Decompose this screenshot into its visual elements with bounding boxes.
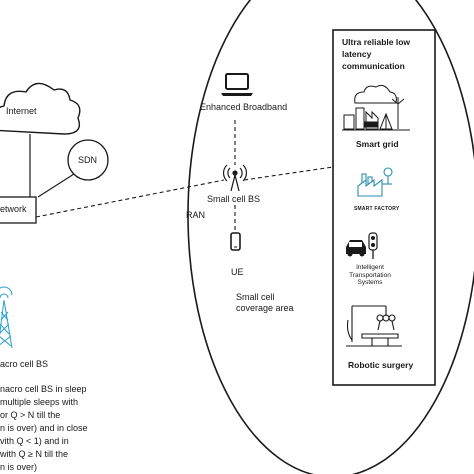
description-line: with Q ≥ N till the — [0, 449, 68, 459]
its-label: Intelligent Transportation Systems — [349, 264, 391, 286]
description-line: n is over) and in close — [0, 423, 88, 433]
sdn-node — [67, 139, 109, 181]
smart-grid-label: Smart grid — [356, 139, 399, 149]
robot-arm-icon — [346, 305, 402, 347]
core-network-box — [0, 196, 37, 224]
description-block: nacro cell BS in sleep multiple sleeps w… — [0, 383, 150, 474]
ue-label: UE — [231, 267, 244, 277]
internet-label: Internet — [6, 106, 37, 116]
urllc-title: Ultra reliable low latency communication — [342, 37, 411, 71]
robotic-surgery-label: Robotic surgery — [348, 360, 414, 370]
coverage-ellipse — [187, 0, 474, 474]
factory-icon — [357, 167, 393, 197]
antenna-icon — [223, 164, 247, 192]
smart-factory-label: SMART FACTORY — [354, 206, 400, 212]
description-line: multiple sleeps with — [0, 397, 79, 407]
core-network-label: etwork — [0, 204, 27, 214]
ran-label: RAN — [186, 210, 206, 220]
description-line: or Q > N till the — [0, 410, 61, 420]
urllc-link — [243, 166, 334, 181]
description-line: n is over) — [0, 462, 38, 472]
macro-cell-bs-label: acro cell BS — [0, 359, 49, 369]
sdn-label: SDN — [78, 155, 98, 165]
cloud-icon — [0, 82, 81, 135]
enhanced-broadband-label: Enhanced Broadband — [200, 102, 288, 112]
laptop-icon — [221, 73, 253, 96]
tower-icon — [0, 286, 13, 349]
sdn-network-link — [37, 173, 75, 198]
small-cell-bs-label: Small cell BS — [207, 194, 261, 204]
backhaul-link — [35, 179, 225, 218]
description-line: nacro cell BS in sleep — [0, 384, 87, 394]
car-traffic-icon — [346, 232, 378, 259]
phone-icon — [230, 232, 241, 251]
small-cell-coverage-label: Small cell coverage area — [236, 292, 294, 313]
smart-grid-icon — [342, 84, 410, 131]
description-line: vith Q < 1) and in — [0, 436, 69, 446]
